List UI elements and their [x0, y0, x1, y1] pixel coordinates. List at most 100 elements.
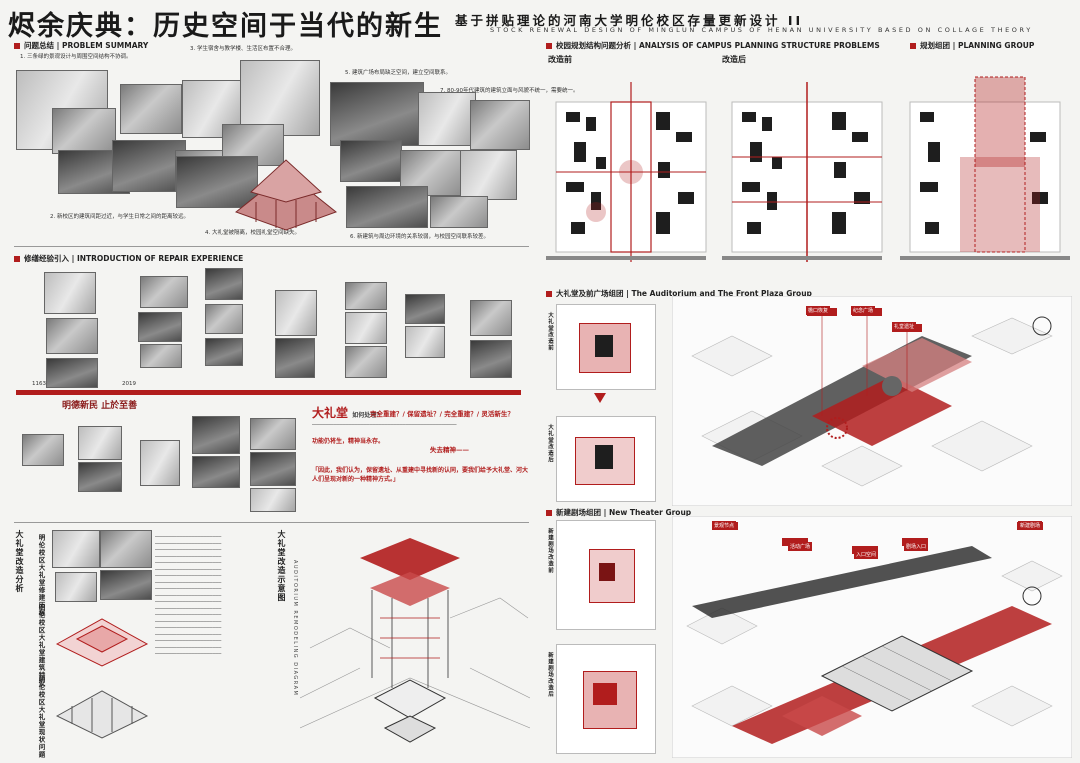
- problem-note-6: 6. 新建筑与周边环境的关系较弱，与校园空间联系较差。: [350, 234, 489, 240]
- section-bar: [546, 256, 706, 260]
- rebuild-photo: [405, 326, 445, 358]
- answer-1: 功能仍将生，精神当永存。: [312, 438, 385, 445]
- axo-label: 活动广场: [788, 542, 813, 551]
- question-title-text: 大礼堂: [312, 406, 349, 420]
- poster-subtitle: 基于拼贴理论的河南大学明伦校区存量更新设计 II: [455, 13, 804, 28]
- auditorium-history-photo: [140, 440, 180, 486]
- question-options: 完全重建？/ 保留遗址？/ 完全重建？/ 灵活新生？: [370, 410, 514, 418]
- collage-photo: [330, 82, 424, 146]
- section-label: 新建剧场组团 | New Theater Group: [556, 508, 692, 517]
- problem-note-7: 7. 80-90年代建筑的建筑立面与风貌不统一，需要统一。: [440, 88, 579, 94]
- axo-label: 纪念广场: [851, 306, 876, 315]
- fire-photo: [138, 312, 182, 342]
- scheme-part-2: 明伦校区大礼堂建筑特征: [37, 604, 45, 687]
- notre-dame-photo: [46, 358, 98, 388]
- calligraphy: 明德新民 止於至善: [62, 401, 138, 411]
- building-footprint: [595, 445, 613, 469]
- rebuild-photo: [470, 340, 512, 378]
- section-label: 问题总结 | PROBLEM SUMMARY: [24, 41, 149, 50]
- rebuild-photo: [345, 282, 387, 310]
- auditorium-fire-photo: [192, 416, 240, 454]
- collage-photo: [430, 196, 488, 228]
- section-bar: [722, 256, 882, 260]
- axo-label: 入口空间: [854, 550, 879, 559]
- collage-photo: [470, 100, 530, 150]
- grey-axo-diagram: [55, 690, 149, 739]
- section-label: 大礼堂及前广场组团 | The Auditorium and The Front…: [556, 289, 812, 298]
- collage-photo: [112, 140, 186, 192]
- answer-2: 失去精神——: [430, 446, 469, 454]
- section-marker-icon: [910, 42, 916, 49]
- collage-photo: [176, 156, 258, 208]
- rebuild-photo: [405, 294, 445, 324]
- section-planning-analysis: 校园规划结构问题分析 | ANALYSIS OF CAMPUS PLANNING…: [546, 40, 880, 51]
- section-planning-group: 规划组团 | PLANNING GROUP: [910, 40, 1034, 51]
- problem-note-3: 3. 学生宿舍与教学楼、生活区布置不合理。: [190, 46, 296, 52]
- axo-label: 景观节点: [712, 521, 737, 530]
- campus-plan-after: [731, 82, 883, 262]
- collage-photo: [346, 186, 428, 228]
- section-problem-summary: 问题总结 | PROBLEM SUMMARY: [14, 40, 148, 51]
- ruins-photo: [250, 452, 296, 486]
- collage-photo: [240, 60, 320, 136]
- interior-photo: [100, 530, 152, 568]
- auditorium-plan-after: [556, 416, 656, 502]
- section-marker-icon: [546, 42, 552, 49]
- arrow-down-icon: [594, 393, 606, 403]
- axo-label: 剧场入口: [904, 542, 929, 551]
- auditorium-history-photo: [22, 434, 64, 466]
- fire-photo: [205, 304, 243, 334]
- question-title: 大礼堂 如何处理？: [312, 404, 382, 421]
- axo-label: 礼堂遗址: [892, 322, 917, 331]
- vertical-title-1: 大礼堂改造分析: [15, 530, 24, 593]
- auditorium-plan-before: [556, 304, 656, 390]
- rebuild-photo: [345, 312, 387, 344]
- timeline-year-end: 2019: [122, 381, 136, 387]
- interior-photo: [52, 530, 100, 568]
- scheme-part-1: 明伦校区大礼堂修建历程: [37, 534, 45, 617]
- label-before: 改造前: [548, 55, 572, 64]
- building-footprint: [595, 335, 613, 357]
- red-axo-diagram: [55, 618, 149, 667]
- divider: [14, 522, 529, 523]
- section-marker-icon: [546, 290, 552, 297]
- poster-title: 烬余庆典：历史空间于当代的新生: [8, 11, 443, 42]
- side-label-before: 大礼堂改造前: [547, 312, 553, 351]
- question-small-text: 如何处理？: [352, 412, 383, 419]
- auditorium-history-photo: [78, 462, 122, 492]
- axo-label: 檐口恢复: [806, 306, 831, 315]
- rebuild-photo: [275, 290, 317, 336]
- interior-photo: [100, 570, 152, 600]
- rebuild-photo: [470, 300, 512, 336]
- fire-photo: [140, 344, 182, 368]
- section-repair-experience: 修缮经验引入 | INTRODUCTION OF REPAIR EXPERIEN…: [14, 253, 243, 264]
- label-after: 改造后: [722, 55, 746, 64]
- section-bar: [900, 256, 1070, 260]
- collage-photo: [340, 140, 402, 182]
- auditorium-axonometric: [672, 296, 1072, 506]
- interior-photo: [55, 572, 97, 602]
- theater-plan-before: [556, 520, 656, 630]
- section-label: 修缮经验引入 | INTRODUCTION OF REPAIR EXPERIEN…: [24, 254, 244, 263]
- auditorium-fire-photo: [192, 456, 240, 488]
- red-auditorium-sketch: [234, 159, 338, 231]
- section-marker-icon: [14, 255, 20, 262]
- problem-note-5: 5. 建筑广场布局缺乏空间，建立空间联系。: [345, 70, 451, 76]
- problem-note-1: 1. 三条绿的景观设计与周围空间结构不协调。: [20, 54, 132, 60]
- side-label-theater-before: 新建剧场改造前: [547, 528, 553, 574]
- notre-dame-photo: [46, 318, 98, 354]
- section-marker-icon: [546, 509, 552, 516]
- auditorium-history-photo: [78, 426, 122, 460]
- answer-filler: ────────────────────────────────────────…: [312, 422, 457, 428]
- building-footprint: [599, 563, 615, 581]
- section-label: 规划组团 | PLANNING GROUP: [920, 41, 1035, 50]
- campus-plan-before: [555, 82, 707, 262]
- section-marker-icon: [14, 42, 20, 49]
- timeline-bar: [16, 390, 521, 395]
- rebuild-photo: [275, 338, 315, 378]
- fire-photo: [205, 338, 243, 366]
- notre-dame-photo: [44, 272, 96, 314]
- side-label-theater-after: 新建剧场改造后: [547, 652, 553, 698]
- rebuild-photo: [345, 346, 387, 378]
- theater-plan-after: [556, 644, 656, 754]
